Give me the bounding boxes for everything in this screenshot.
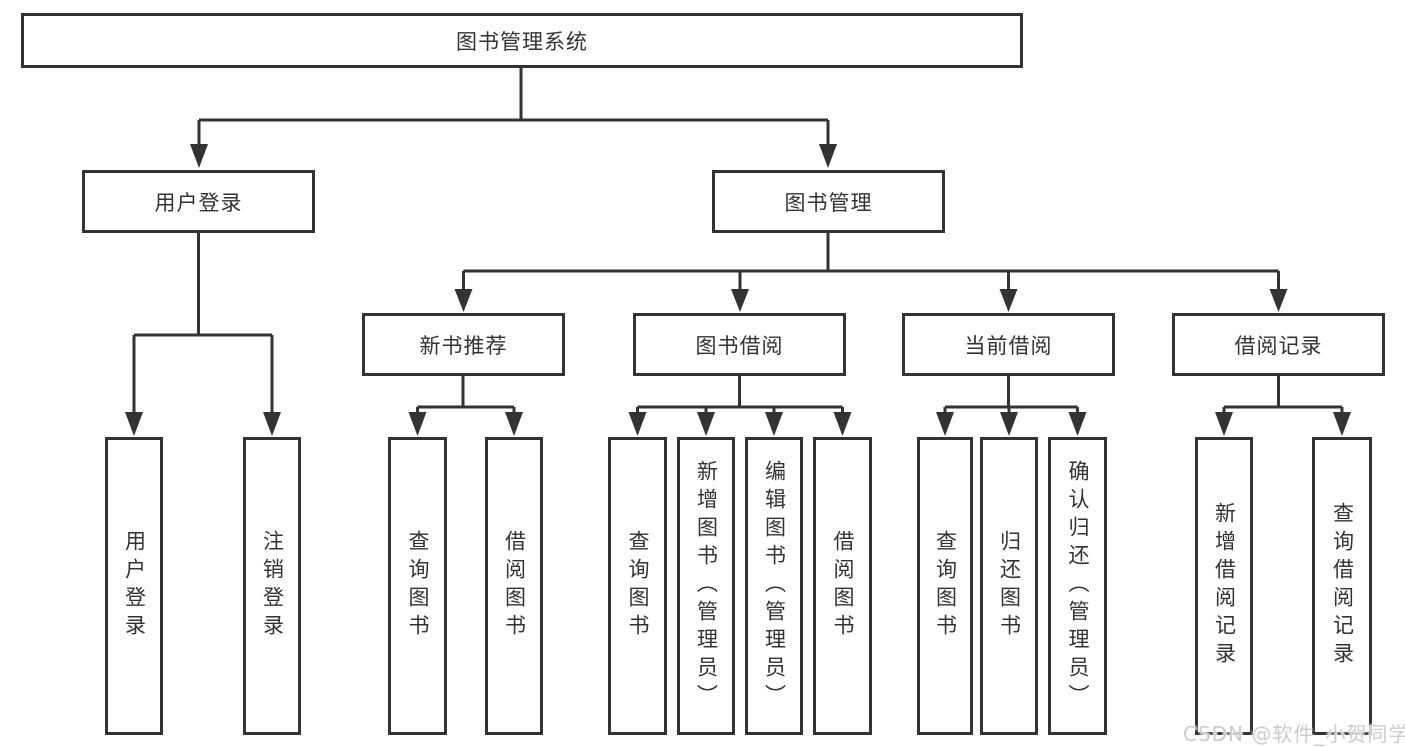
node-label: 查询图书 [406,530,430,642]
node-label: 图书借阅 [695,333,784,358]
node-book-management-branch: 图书管理 [712,170,945,233]
node-label: 图书管理 [784,190,873,215]
node-label: 新增图书（管理员） [694,460,719,712]
node-label: 新增借阅记录 [1212,502,1237,670]
node-label: 查询图书 [933,530,958,642]
node-label: 确认归还（管理员） [1066,460,1090,712]
node-label: 用户登录 [122,530,147,642]
node-root-system: 图书管理系统 [21,13,1023,68]
leaf-borrow-books-recommend: 借阅图书 [485,437,543,735]
node-borrowing-records: 借阅记录 [1172,313,1385,376]
node-label: 新书推荐 [419,333,508,358]
node-label: 借阅记录 [1234,333,1323,358]
node-current-borrowing: 当前借阅 [902,313,1115,376]
leaf-query-books-borrowing: 查询图书 [608,437,667,735]
leaf-logout: 注销登录 [243,437,301,735]
leaf-user-login: 用户登录 [105,437,163,735]
csdn-watermark: CSDN @软件_小贺同学 [1183,722,1405,746]
leaf-confirm-return-admin: 确认归还（管理员） [1048,437,1107,735]
node-label: 编辑图书（管理员） [762,460,787,712]
node-label: 查询借阅记录 [1330,502,1355,670]
node-label: 归还图书 [997,530,1022,642]
node-label: 借阅图书 [831,530,855,642]
leaf-edit-books-admin: 编辑图书（管理员） [745,437,803,735]
leaf-query-books-recommend: 查询图书 [388,437,447,735]
node-label: 用户登录 [154,190,243,215]
leaf-add-books-admin: 新增图书（管理员） [677,437,735,735]
leaf-add-borrow-record: 新增借阅记录 [1195,437,1253,735]
arrowheads [125,144,1351,436]
node-label: 图书管理系统 [456,29,588,54]
node-user-login-branch: 用户登录 [82,170,315,233]
node-label: 注销登录 [260,530,285,642]
leaf-return-books: 归还图书 [980,437,1038,735]
node-label: 查询图书 [626,530,650,642]
node-label: 当前借阅 [964,333,1053,358]
node-label: 借阅图书 [502,530,527,642]
leaf-query-books-current: 查询图书 [917,437,973,735]
leaf-query-borrow-record: 查询借阅记录 [1312,437,1372,735]
node-book-borrowing: 图书借阅 [633,313,846,376]
node-new-book-recommend: 新书推荐 [362,313,565,376]
leaf-borrow-books: 借阅图书 [813,437,872,735]
